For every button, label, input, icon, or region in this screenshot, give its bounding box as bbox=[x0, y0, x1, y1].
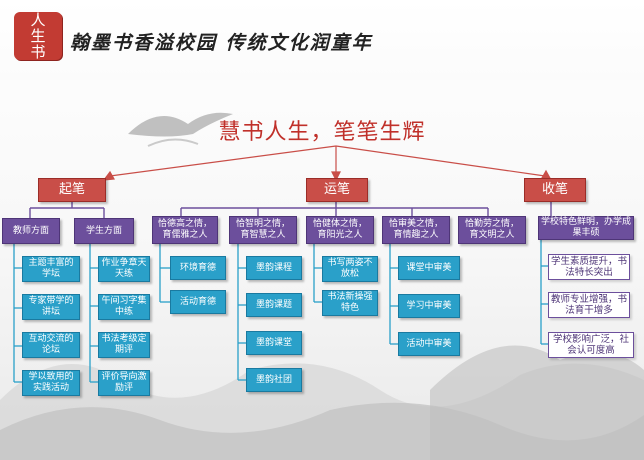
teacher-item: 学以致用的实践活动 bbox=[22, 370, 80, 396]
student-item: 评价导向激励评 bbox=[98, 370, 150, 396]
logo-char: 生 bbox=[30, 27, 46, 45]
category-zhi: 恰智明之情，育智慧之人 bbox=[229, 216, 297, 244]
school-logo: 人 生 书 bbox=[14, 12, 62, 60]
outcome-school-influence: 学校影响广泛，社会认可度高 bbox=[548, 332, 634, 358]
category-student: 学生方面 bbox=[74, 218, 134, 244]
zhi-item: 墨韵课堂 bbox=[246, 331, 302, 355]
de-item: 环境育德 bbox=[170, 256, 226, 280]
logo-char: 人 bbox=[30, 11, 46, 29]
de-item: 活动育德 bbox=[170, 290, 226, 314]
logo-char: 书 bbox=[30, 43, 46, 61]
shenmei-item: 学习中审美 bbox=[398, 294, 460, 318]
category-de: 恰德高之情，育儒雅之人 bbox=[152, 216, 218, 244]
zhi-item: 墨韵课题 bbox=[246, 293, 302, 317]
shenmei-item: 课堂中审美 bbox=[398, 256, 460, 280]
category-teacher: 教师方面 bbox=[2, 218, 60, 244]
tijian-item: 书法新操强特色 bbox=[322, 290, 378, 316]
category-shenmei: 恰审美之情，育情趣之人 bbox=[382, 216, 450, 244]
pillar-qibi: 起笔 bbox=[38, 178, 106, 202]
crane-decoration bbox=[128, 112, 233, 147]
category-qinlao: 恰勤劳之情，育文明之人 bbox=[458, 216, 526, 244]
header-banner: 人 生 书 翰墨书香溢校园 传统文化润童年 bbox=[0, 0, 644, 80]
zhi-item: 墨韵课程 bbox=[246, 256, 302, 280]
outcome-student-quality: 学生素质提升，书法特长突出 bbox=[548, 254, 630, 280]
student-item: 作业争章天天练 bbox=[98, 256, 150, 282]
slogan: 翰墨书香溢校园 传统文化润童年 bbox=[70, 32, 373, 54]
student-item: 书法考级定期评 bbox=[98, 332, 150, 358]
tijian-item: 书写两姿不放松 bbox=[322, 256, 378, 282]
ink-mountains-decoration bbox=[0, 345, 644, 460]
diagram-title: 慧书人生，笔笔生辉 bbox=[218, 120, 426, 145]
outcome-teacher-growth: 教师专业增强，书法育干增多 bbox=[548, 292, 630, 318]
pillar-shoubi: 收笔 bbox=[524, 178, 586, 202]
student-item: 午间习字集中练 bbox=[98, 294, 150, 320]
shenmei-item: 活动中审美 bbox=[398, 332, 460, 356]
pillar-yunbi: 运笔 bbox=[306, 178, 368, 202]
teacher-item: 互动交流的论坛 bbox=[22, 332, 80, 358]
teacher-item: 专家带学的讲坛 bbox=[22, 294, 80, 320]
outcome-school-feature: 学校特色鲜明，办学成果丰硕 bbox=[538, 216, 634, 240]
teacher-item: 主题丰富的学坛 bbox=[22, 256, 80, 282]
zhi-item: 墨韵社团 bbox=[246, 368, 302, 392]
category-tijian: 恰健体之情，育阳光之人 bbox=[306, 216, 374, 244]
